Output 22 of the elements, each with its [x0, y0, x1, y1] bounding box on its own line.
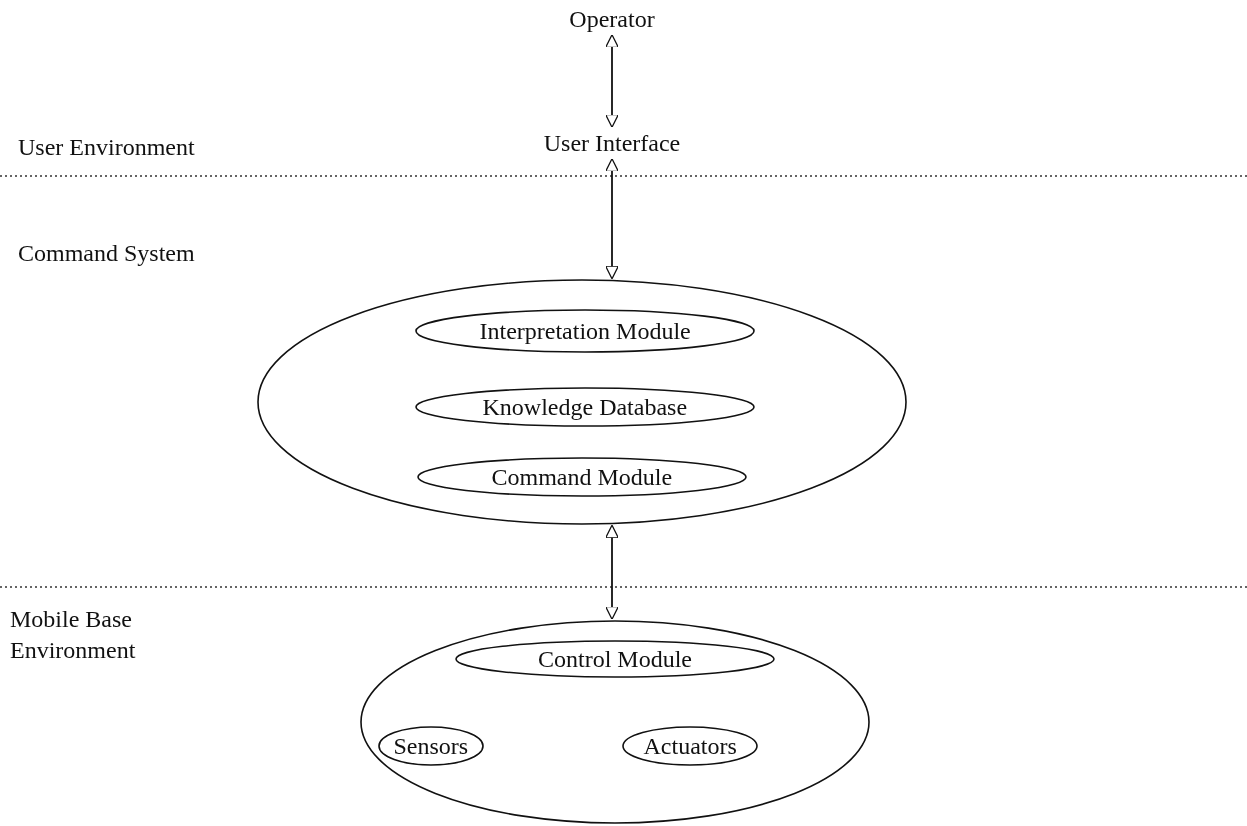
double-arrow — [605, 524, 619, 620]
module-label: Actuators — [643, 734, 737, 758]
layer-label: User Environment — [18, 133, 196, 162]
ellipse-node — [415, 309, 755, 353]
double-arrow — [605, 34, 619, 128]
layer-label: Command System — [18, 239, 196, 268]
module-label: Sensors — [393, 734, 469, 758]
ellipse-node — [415, 387, 755, 427]
module-label: Knowledge Database — [482, 395, 688, 419]
ellipse-boundary — [360, 620, 870, 824]
node-label: Operator — [560, 4, 664, 34]
ellipse-node — [622, 726, 758, 766]
double-arrow — [605, 158, 619, 280]
ellipse-node — [417, 457, 747, 497]
module-label: Control Module — [538, 647, 692, 671]
node-label: User Interface — [531, 128, 693, 158]
ellipse-node — [455, 640, 775, 678]
layer-label: Mobile Base Environment — [10, 605, 137, 666]
ellipse-boundary — [257, 279, 907, 525]
ellipse-node — [378, 726, 484, 766]
module-label: Interpretation Module — [479, 319, 691, 343]
module-label: Command Module — [491, 465, 673, 489]
